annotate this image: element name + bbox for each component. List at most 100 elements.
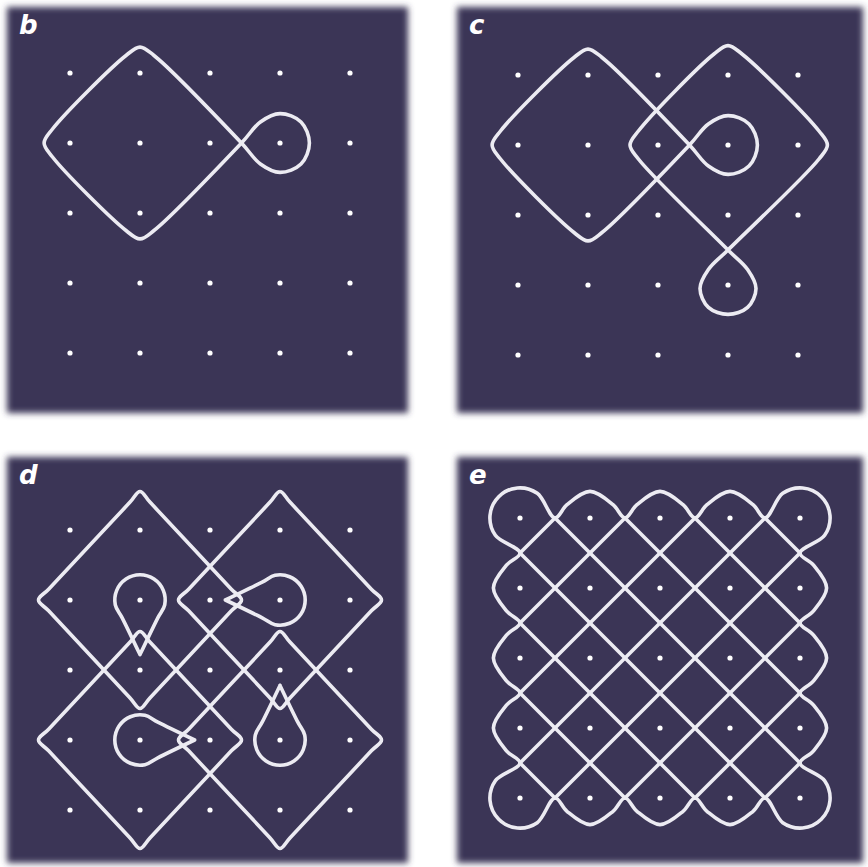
kolam-dot — [67, 280, 72, 285]
kolam-dot — [795, 212, 800, 217]
figure-panel: e — [455, 455, 865, 865]
panel-letter: e — [469, 461, 487, 490]
kolam-dot — [207, 737, 212, 742]
kolam-dot — [67, 597, 72, 602]
kolam-dot — [207, 597, 212, 602]
kolam-dot — [347, 527, 352, 532]
panel-ground — [7, 7, 408, 413]
kolam-line — [44, 47, 309, 239]
kolam-dot — [515, 282, 520, 287]
kolam-dot — [517, 515, 522, 520]
kolam-line — [630, 46, 827, 315]
kolam-dot — [655, 212, 660, 217]
kolam-dot — [515, 352, 520, 357]
kolam-line — [520, 518, 695, 693]
kolam-line — [520, 623, 695, 798]
kolam-dot — [657, 725, 662, 730]
kolam-dot — [725, 212, 730, 217]
kolam-dot — [727, 515, 732, 520]
kolam-line — [765, 763, 800, 798]
kolam-dot — [277, 527, 282, 532]
kolam-dot — [137, 737, 142, 742]
kolam-dot — [515, 142, 520, 147]
kolam-dot — [725, 72, 730, 77]
panel-ground — [457, 457, 863, 863]
figure-panel: b — [5, 5, 410, 415]
kolam-line — [555, 518, 800, 763]
kolam-panel-art — [7, 7, 408, 413]
kolam-dot — [347, 70, 352, 75]
kolam-panel-art — [457, 457, 863, 863]
kolam-dot — [67, 737, 72, 742]
kolam-dot — [585, 72, 590, 77]
kolam-dot — [207, 210, 212, 215]
kolam-dot — [277, 280, 282, 285]
kolam-dot — [587, 725, 592, 730]
kolam-dot — [207, 807, 212, 812]
kolam-dot — [137, 210, 142, 215]
kolam-line — [39, 492, 242, 709]
panel-ground — [457, 7, 863, 413]
kolam-dot — [277, 667, 282, 672]
kolam-dot — [587, 585, 592, 590]
kolam-dot — [207, 70, 212, 75]
kolam-dot — [347, 210, 352, 215]
kolam-line — [520, 518, 555, 553]
kolam-dot — [347, 667, 352, 672]
kolam-dot — [515, 72, 520, 77]
panel-letter: c — [469, 11, 484, 40]
kolam-dot — [207, 140, 212, 145]
kolam-dot — [517, 795, 522, 800]
kolam-dot — [277, 210, 282, 215]
kolam-dot — [797, 795, 802, 800]
kolam-dot — [207, 527, 212, 532]
kolam-line — [115, 575, 165, 655]
kolam-dot — [347, 280, 352, 285]
kolam-line — [520, 553, 765, 798]
kolam-dot — [137, 597, 142, 602]
kolam-line — [255, 685, 305, 765]
kolam-dot — [797, 725, 802, 730]
kolam-dot — [797, 515, 802, 520]
kolam-dot — [137, 527, 142, 532]
kolam-line — [492, 49, 757, 241]
kolam-dot — [657, 585, 662, 590]
panel-letter: b — [19, 11, 38, 40]
kolam-dot — [277, 597, 282, 602]
figure-panel: d — [5, 455, 410, 865]
kolam-dot — [585, 142, 590, 147]
kolam-dot — [207, 280, 212, 285]
kolam-dot — [347, 140, 352, 145]
kolam-panel-art — [457, 7, 863, 413]
kolam-line — [179, 492, 382, 709]
kolam-line — [520, 518, 765, 763]
kolam-dot — [727, 795, 732, 800]
kolam-dot — [795, 352, 800, 357]
kolam-panel-art — [7, 457, 408, 863]
kolam-dot — [347, 807, 352, 812]
kolam-dot — [207, 667, 212, 672]
kolam-dot — [67, 140, 72, 145]
kolam-dot — [795, 72, 800, 77]
panel-letter: d — [19, 461, 38, 490]
kolam-dot — [795, 282, 800, 287]
kolam-dot — [517, 585, 522, 590]
kolam-dot — [67, 667, 72, 672]
kolam-dot — [277, 140, 282, 145]
kolam-dot — [655, 72, 660, 77]
kolam-dot — [67, 70, 72, 75]
kolam-dot — [137, 807, 142, 812]
kolam-line — [225, 575, 305, 625]
kolam-dot — [655, 142, 660, 147]
kolam-dot — [517, 655, 522, 660]
kolam-dot — [347, 597, 352, 602]
kolam-dot — [137, 140, 142, 145]
kolam-dot — [347, 350, 352, 355]
kolam-dot — [725, 142, 730, 147]
kolam-dot — [657, 515, 662, 520]
kolam-dot — [727, 725, 732, 730]
kolam-dot — [277, 70, 282, 75]
kolam-dot — [795, 142, 800, 147]
kolam-dot — [585, 282, 590, 287]
